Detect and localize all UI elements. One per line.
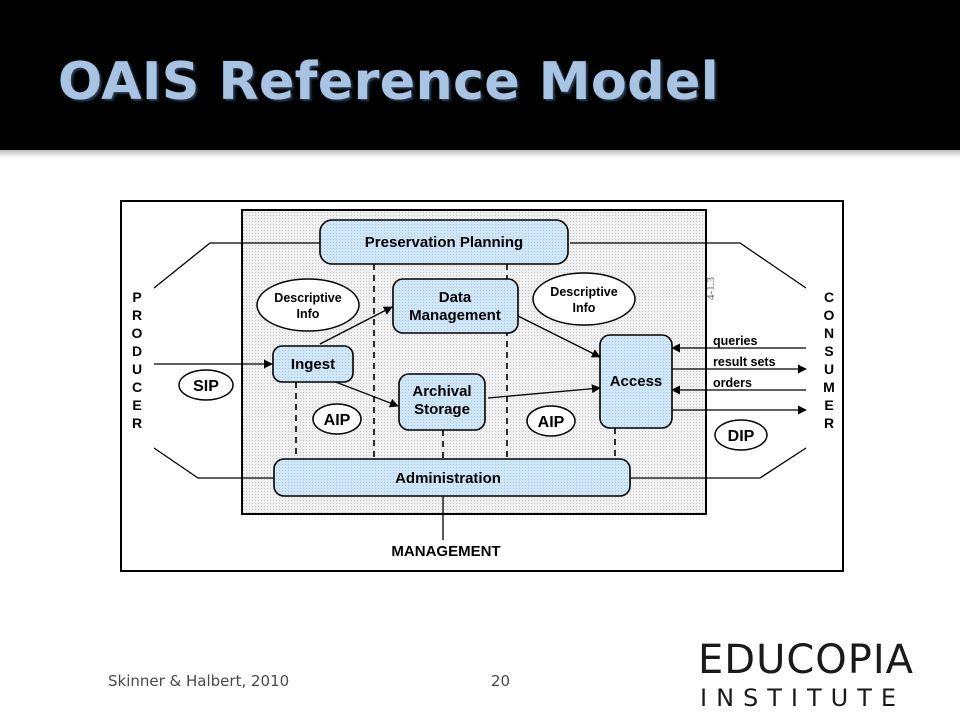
producer-letter: R (132, 307, 142, 323)
archival-storage-box: Archival Storage (398, 373, 486, 431)
logo-subtitle: INSTITUTE (700, 684, 906, 712)
ingest-label: Ingest (291, 356, 335, 373)
sip-oval: SIP (178, 369, 234, 401)
producer-letter: D (132, 343, 142, 359)
producer-letter: U (132, 361, 142, 377)
data-management-label-2: Management (409, 307, 501, 324)
producer-letter: E (132, 397, 141, 413)
archival-storage-label-1: Archival (412, 383, 471, 400)
administration-box: Administration (273, 458, 631, 497)
consumer-letter: M (823, 379, 835, 395)
svg-text:Info: Info (573, 301, 596, 315)
preservation-planning-label: Preservation Planning (365, 234, 523, 251)
access-box: Access (599, 334, 673, 429)
slide-title: OAIS Reference Model (58, 52, 720, 112)
citation-text: Skinner & Halbert, 2010 (108, 672, 290, 690)
consumer-letter: O (824, 307, 835, 323)
educopia-logo: EDUCOPIA INSTITUTE (698, 638, 913, 714)
archival-storage-label-2: Storage (414, 401, 470, 418)
oais-diagram: Preservation Planning Data Management In… (120, 200, 844, 572)
consumer-letter: C (824, 289, 834, 305)
title-bar (0, 0, 960, 150)
preservation-planning-box: Preservation Planning (319, 219, 569, 265)
data-management-box: Data Management (392, 278, 519, 334)
figure-id: 4-1.3 (705, 277, 717, 300)
svg-text:AIP: AIP (324, 412, 351, 429)
result-sets-label: result sets (713, 355, 776, 369)
logo-name: EDUCOPIA (698, 637, 915, 683)
consumer-letter: E (824, 397, 833, 413)
svg-text:Descriptive: Descriptive (550, 285, 617, 299)
producer-letter: P (132, 289, 141, 305)
aip-left-oval: AIP (312, 403, 362, 435)
svg-text:SIP: SIP (193, 378, 219, 395)
consumer-letter: U (824, 361, 834, 377)
descriptive-info-left-oval: Descriptive Info (256, 278, 360, 332)
management-label: MANAGEMENT (391, 543, 500, 560)
svg-text:AIP: AIP (538, 414, 565, 431)
consumer-letter: S (824, 343, 833, 359)
producer-letter: O (132, 325, 143, 341)
aip-right-oval: AIP (526, 405, 576, 437)
producer-letter: C (132, 379, 142, 395)
queries-label: queries (713, 334, 758, 348)
svg-text:Info: Info (297, 307, 320, 321)
ingest-box: Ingest (272, 345, 354, 383)
dashed-links (295, 264, 616, 460)
access-label: Access (610, 373, 663, 390)
consumer-letter: N (824, 325, 834, 341)
svg-text:Descriptive: Descriptive (274, 291, 341, 305)
environment-connectors (153, 242, 807, 540)
svg-text:DIP: DIP (728, 428, 755, 445)
producer-letter: R (132, 415, 142, 431)
descriptive-info-right-oval: Descriptive Info (532, 272, 636, 326)
orders-label: orders (713, 376, 752, 390)
page-number: 20 (491, 672, 511, 690)
consumer-letter: R (824, 415, 834, 431)
data-management-label-1: Data (439, 289, 472, 306)
dip-oval: DIP (714, 419, 768, 451)
administration-label: Administration (395, 470, 501, 487)
title-bar-shadow (0, 150, 960, 158)
